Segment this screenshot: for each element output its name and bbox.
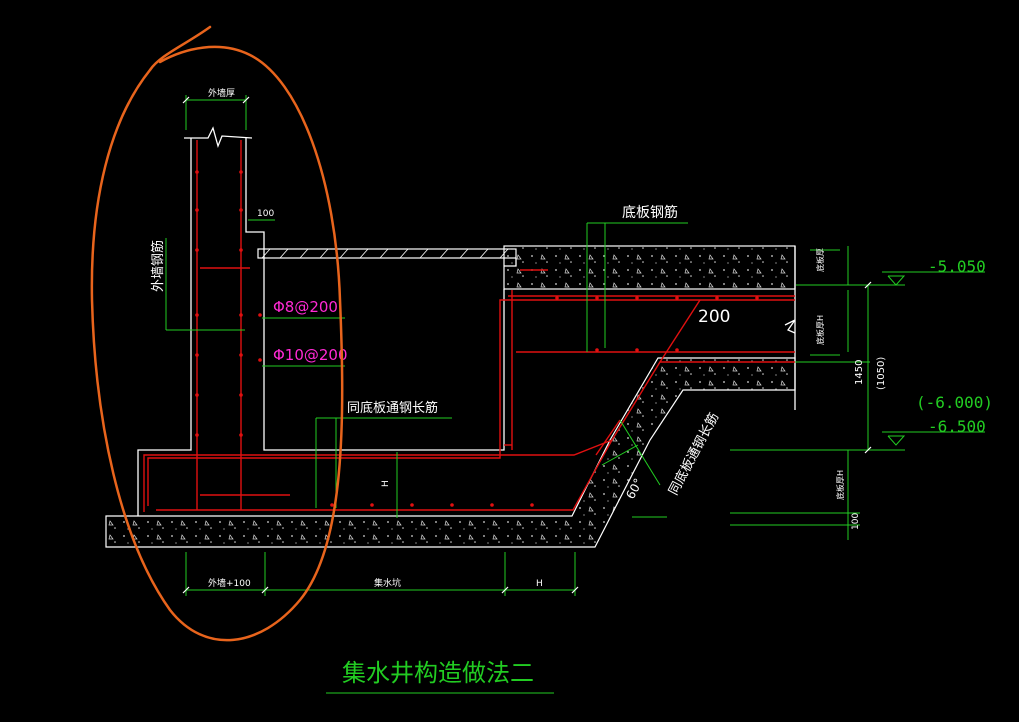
drawing-title: 集水井构造做法二 <box>342 659 534 687</box>
same-slab-long-rebar-label: 同底板通钢长筋 <box>347 400 438 416</box>
rebar-phi10-label: Φ10@200 <box>273 346 348 364</box>
rebar-phi8-label: Φ8@200 <box>273 298 338 316</box>
dim-100-right: 100 <box>851 513 861 530</box>
elevation-6000: (-6.000) <box>916 393 993 412</box>
annotation-circle <box>90 25 344 642</box>
same-slab-long-rebar-diag-label: 同底板通钢长筋 <box>665 410 722 498</box>
dim-H-vertical: H <box>381 480 391 487</box>
dim-outer-wall-plus-100: 外墙+100 <box>208 577 251 589</box>
dim-1450: 1450 <box>854 360 865 385</box>
dim-H-bottom: H <box>536 579 543 589</box>
dim-1050: (1050) <box>876 357 887 390</box>
floor-slab <box>503 245 796 290</box>
outer-wall-thickness-label: 外墙厚 <box>208 87 235 99</box>
dim-ticks <box>182 96 872 594</box>
slab-rebar-label: 底板钢筋 <box>622 204 678 221</box>
dimension-lines <box>165 95 985 694</box>
slab-thickness-bottom: 底板厚H <box>835 470 845 500</box>
rebar <box>143 140 795 512</box>
elevation-6500: -6.500 <box>928 417 986 436</box>
text-annotations: 外墙厚 外墙钢筋 100 Φ8@200 Φ10@200 同底板通钢长筋 H 底板… <box>150 87 993 687</box>
outer-wall-rebar-label: 外墙钢筋 <box>150 240 166 292</box>
elevation-5050: -5.050 <box>928 257 986 276</box>
pit-cover-plate <box>257 248 517 259</box>
dim-200: 200 <box>698 307 730 327</box>
slab-thickness-top: 底板厚 <box>815 248 825 272</box>
concrete-bodies <box>105 245 796 548</box>
rebar-dots <box>195 170 759 507</box>
slab-thickness-mid: 底板厚H <box>815 315 825 345</box>
dim-pit-width: 集水坑 <box>374 577 401 589</box>
outlines <box>137 126 796 516</box>
dim-100-top: 100 <box>257 209 274 219</box>
